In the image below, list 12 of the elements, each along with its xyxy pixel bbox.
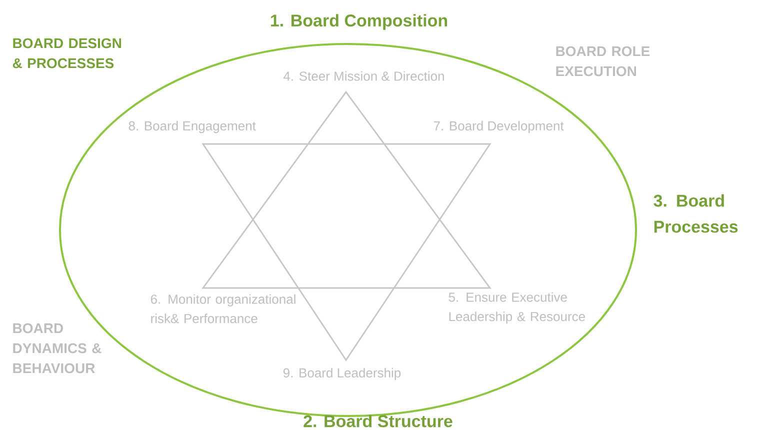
- point-label: 6. Monitor organizational risk& Performance: [150, 294, 296, 324]
- point-label: 8. Board Engagement: [128, 120, 256, 134]
- heading-label: 2. Board Structure: [304, 414, 452, 428]
- category-label: BOARD ROLE EXECUTION: [556, 46, 650, 76]
- category-label: BOARD DYNAMICS & BEHAVIOUR: [13, 323, 102, 374]
- point-label: 9. Board Leadership: [283, 368, 401, 380]
- point-label: 7. Board Development: [434, 120, 564, 134]
- point-label: 4. Steer Mission & Direction: [284, 71, 444, 81]
- category-label: BOARD DESIGN & PROCESSES: [12, 38, 121, 68]
- heading-label: 3. Board Processes: [654, 194, 738, 233]
- point-label: 5. Ensure Executive Leadership & Resource: [448, 292, 585, 324]
- heading-label: 1. Board Composition: [270, 14, 448, 30]
